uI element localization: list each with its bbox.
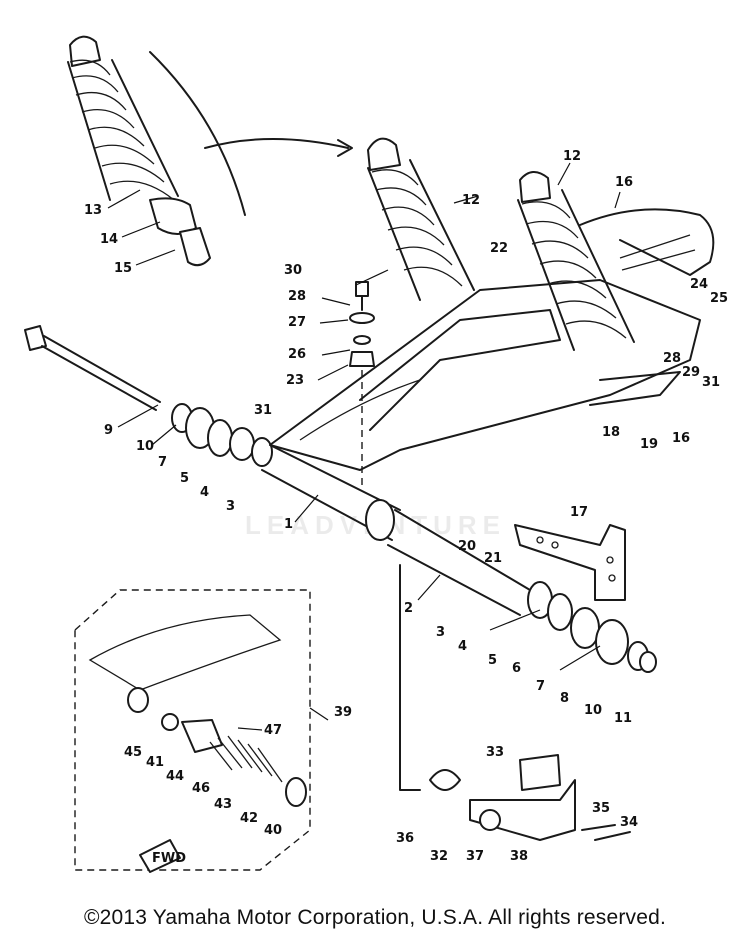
label-12a: 12	[462, 193, 480, 208]
label-30: 30	[284, 263, 302, 278]
label-9: 9	[104, 423, 113, 438]
label-4b: 4	[458, 639, 467, 654]
label-19: 19	[640, 437, 658, 452]
label-3a: 3	[226, 499, 235, 514]
label-35: 35	[592, 801, 610, 816]
label-46: 46	[192, 781, 210, 796]
label-34: 34	[620, 815, 638, 830]
label-29: 31	[702, 375, 720, 390]
label-27b: 28	[663, 351, 681, 366]
label-33: 33	[486, 745, 504, 760]
label-42: 42	[240, 811, 258, 826]
copyright-notice: ©2013 Yamaha Motor Corporation, U.S.A. A…	[83, 906, 667, 929]
bushings-left	[171, 403, 273, 467]
label-31: 31	[254, 403, 272, 418]
shock-absorber-12-left	[367, 137, 475, 301]
exploded-parts-diagram: 13 14 15 12 12 16 22 30 28 27 26 23 24 2…	[24, 35, 728, 873]
swing-arm-22	[269, 208, 715, 471]
label-14: 14	[100, 232, 118, 247]
label-41: 41	[146, 755, 164, 770]
label-4a: 4	[200, 485, 209, 500]
shock-absorber-13	[67, 35, 211, 267]
label-43: 43	[214, 797, 232, 812]
label-7b: 7	[536, 679, 545, 694]
label-10a: 10	[136, 439, 154, 454]
label-13: 13	[84, 203, 102, 218]
label-11: 11	[614, 711, 632, 726]
shaft-2	[387, 509, 531, 616]
bushings-right	[527, 581, 657, 673]
label-25: 25	[710, 291, 728, 306]
brake-pedal-assembly	[399, 564, 631, 841]
label-15: 15	[114, 261, 132, 276]
label-26: 26	[288, 347, 306, 362]
label-12b: 12	[563, 149, 581, 164]
label-44: 44	[166, 769, 184, 784]
label-40: 40	[264, 823, 282, 838]
label-21: 21	[484, 551, 502, 566]
label-6: 6	[512, 661, 521, 676]
label-17: 17	[570, 505, 588, 520]
label-37: 37	[466, 849, 484, 864]
label-8: 8	[560, 691, 569, 706]
label-16a: 16	[615, 175, 633, 190]
label-27a: 27	[288, 315, 306, 330]
part-labels: 13 14 15 12 12 16 22 30 28 27 26 23 24 2…	[84, 149, 728, 866]
cross-tube-1	[261, 444, 401, 541]
bracket-17	[514, 524, 626, 601]
label-16b: 16	[672, 431, 690, 446]
label-10b: 10	[584, 703, 602, 718]
label-39: 39	[334, 705, 352, 720]
shock-absorber-12-right	[517, 171, 635, 351]
label-24: 24	[690, 277, 708, 292]
label-5a: 5	[180, 471, 189, 486]
label-18: 18	[602, 425, 620, 440]
label-23: 23	[286, 373, 304, 388]
leader-lines	[107, 162, 621, 731]
label-38: 38	[510, 849, 528, 864]
pivot-shaft-9	[24, 325, 161, 411]
label-20: 20	[458, 539, 476, 554]
label-32: 32	[430, 849, 448, 864]
label-45: 45	[124, 745, 142, 760]
label-5b: 5	[488, 653, 497, 668]
footrest-group-39	[74, 589, 311, 873]
relocation-arrow	[149, 51, 353, 216]
fwd-badge: FWD	[152, 851, 186, 866]
label-3b: 3	[436, 625, 445, 640]
label-1: 1	[284, 517, 293, 532]
label-7a: 7	[158, 455, 167, 470]
label-47: 47	[264, 723, 282, 738]
label-22: 22	[490, 241, 508, 256]
bolt-stack-23-30	[349, 281, 375, 490]
label-28a: 28	[288, 289, 306, 304]
label-2: 2	[404, 601, 413, 616]
label-36: 36	[396, 831, 414, 846]
label-28b: 29	[682, 365, 700, 380]
